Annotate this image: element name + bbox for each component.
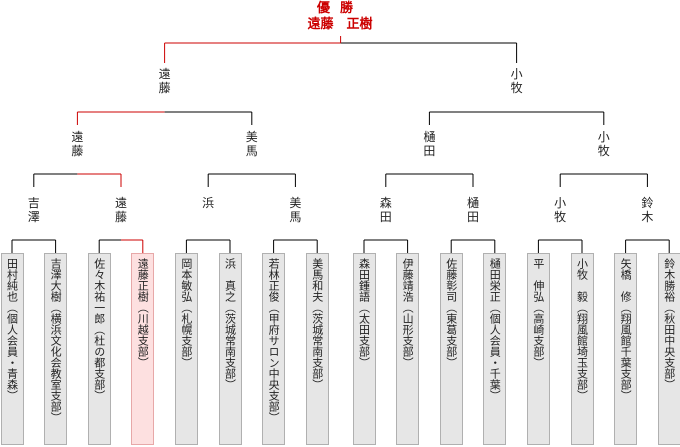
player-name: 佐々木祐一郎（杜の都支部） — [92, 258, 106, 401]
player-name: 伊藤靖浩（山形支部） — [401, 258, 415, 368]
final-name: 遠藤 — [158, 67, 171, 95]
quarterfinal-name: 樋田 — [466, 196, 479, 224]
player-name: 吉澤大樹（横浜文化会教室支部） — [49, 258, 63, 423]
champion-name: 遠藤 正樹 — [307, 17, 373, 32]
quarterfinal-name: 遠藤 — [114, 196, 127, 224]
player-name: 遠藤正樹（川越支部） — [136, 258, 150, 368]
semifinal-name: 樋田 — [423, 130, 436, 158]
player-box: 佐藤彰司（東葛支部） — [439, 253, 463, 445]
player-name: 佐藤彰司（東葛支部） — [444, 258, 458, 368]
semifinal-name: 美馬 — [245, 130, 258, 158]
player-box: 美馬和夫（茨城常南支部） — [305, 253, 329, 445]
player-box: 平 伸弘（高崎支部） — [526, 253, 550, 445]
quarterfinal-name: 浜 — [202, 196, 215, 210]
player-name: 樋田栄正（個人会員・千葉） — [488, 258, 502, 401]
player-box: 浜 真之（茨城常南支部） — [218, 253, 242, 445]
player-name: 平 伸弘（高崎支部） — [531, 258, 545, 368]
player-name: 鈴木勝裕（秋田中央支部） — [662, 258, 676, 390]
quarterfinal-name: 鈴木 — [641, 196, 654, 224]
player-box: 森田鍾語（太田支部） — [352, 253, 376, 445]
player-box: 佐々木祐一郎（杜の都支部） — [87, 253, 111, 445]
quarterfinal-name: 美馬 — [289, 196, 302, 224]
final-name: 小牧 — [510, 67, 523, 95]
player-box: 若林正俊（甲府サロン中央支部） — [262, 253, 286, 445]
player-box: 鈴木勝裕（秋田中央支部） — [657, 253, 680, 445]
player-box: 樋田栄正（個人会員・千葉） — [483, 253, 507, 445]
quarterfinal-name: 小牧 — [554, 196, 567, 224]
player-name: 矢橋 修（翔風館千葉支部） — [619, 258, 633, 401]
player-name: 岡本敏弘（札幌支部） — [179, 258, 193, 368]
semifinal-name: 遠藤 — [71, 130, 84, 158]
player-box: 矢橋 修（翔風館千葉支部） — [614, 253, 638, 445]
player-name: 田村純也（個人会員・青森） — [5, 258, 19, 401]
quarterfinal-name: 森田 — [379, 196, 392, 224]
player-name: 小牧 毅（翔風館埼玉支部） — [575, 258, 589, 401]
player-box: 田村純也（個人会員・青森） — [0, 253, 24, 445]
player-box: 遠藤正樹（川越支部） — [131, 253, 155, 445]
player-box: 岡本敏弘（札幌支部） — [174, 253, 198, 445]
champion-title: 優勝 — [316, 1, 363, 16]
player-box: 吉澤大樹（横浜文化会教室支部） — [44, 253, 68, 445]
player-box: 小牧 毅（翔風館埼玉支部） — [570, 253, 594, 445]
player-name: 森田鍾語（太田支部） — [357, 258, 371, 368]
player-name: 美馬和夫（茨城常南支部） — [310, 258, 324, 390]
quarterfinal-name: 吉澤 — [27, 196, 40, 224]
player-box: 伊藤靖浩（山形支部） — [396, 253, 420, 445]
player-name: 浜 真之（茨城常南支部） — [223, 258, 237, 390]
player-name: 若林正俊（甲府サロン中央支部） — [267, 258, 281, 423]
semifinal-name: 小牧 — [597, 130, 610, 158]
